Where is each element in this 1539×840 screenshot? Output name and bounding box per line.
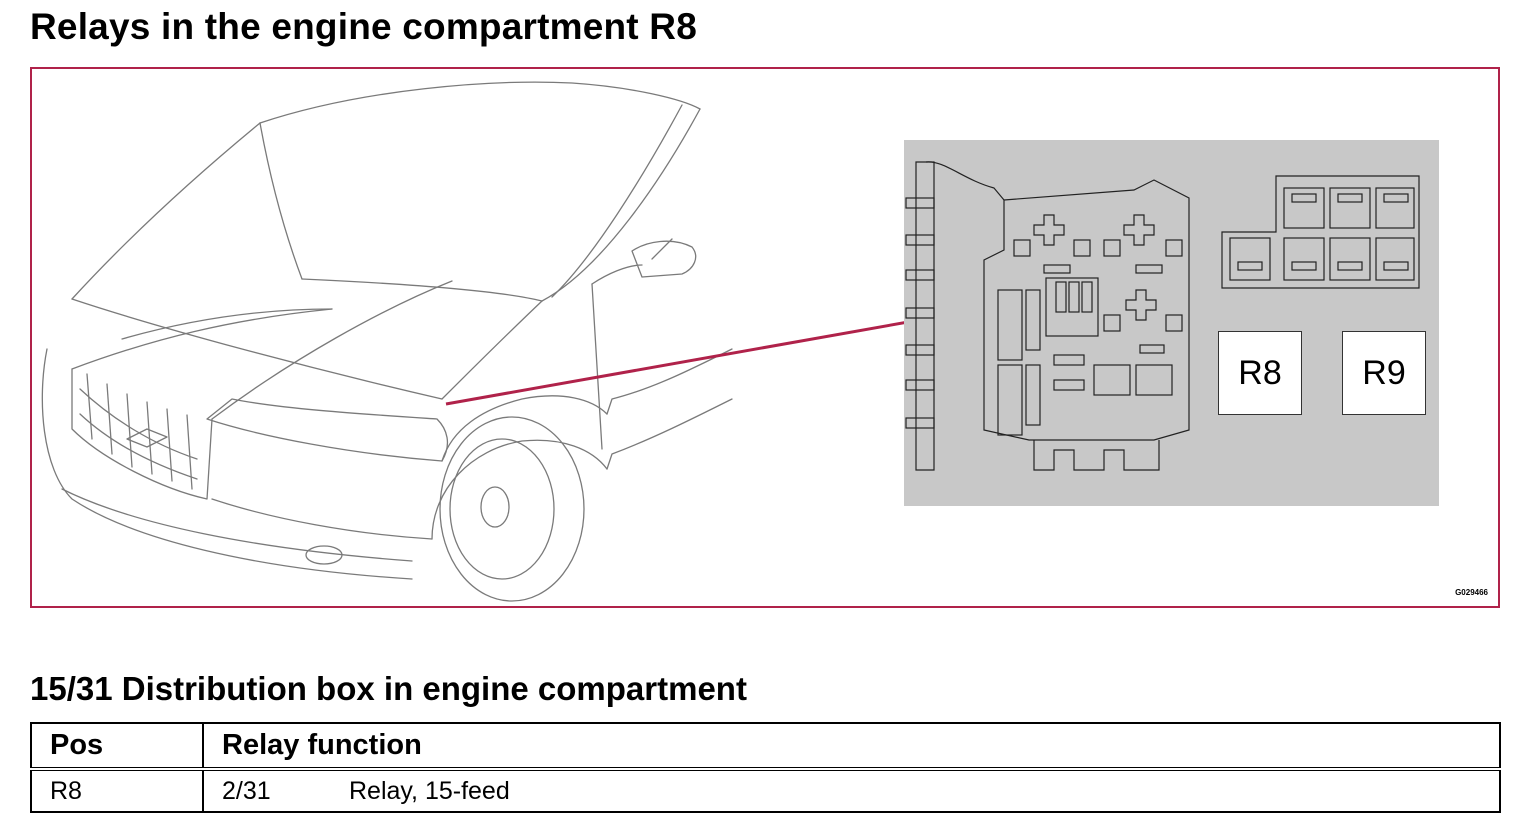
cell-relay-function: 2/31 Relay, 15-feed (202, 768, 1501, 813)
fuse-box-detail: R8 R9 (904, 140, 1439, 506)
relay-table: Pos Relay function R8 2/31 Relay, 15-feed (30, 722, 1501, 813)
fuse-box-outline (905, 161, 1420, 471)
section-title: 15/31 Distribution box in engine compart… (30, 670, 747, 707)
relay-location-figure: R8 R9 G029466 (30, 67, 1500, 608)
header-relay-function: Relay function (202, 722, 1501, 771)
header-pos: Pos (30, 722, 204, 771)
relay-code: 2/31 (222, 776, 271, 805)
figure-code: G029466 (1455, 588, 1488, 597)
pointer-line (445, 314, 943, 406)
table-row: R8 2/31 Relay, 15-feed (30, 768, 1501, 813)
relay-r9-label: R9 (1342, 331, 1426, 415)
page-title: Relays in the engine compartment R8 (30, 6, 698, 47)
relay-description: Relay, 15-feed (349, 776, 510, 805)
car-illustration (41, 81, 733, 602)
relay-r8-label: R8 (1218, 331, 1302, 415)
cell-pos: R8 (30, 768, 204, 813)
table-header-row: Pos Relay function (30, 722, 1501, 771)
